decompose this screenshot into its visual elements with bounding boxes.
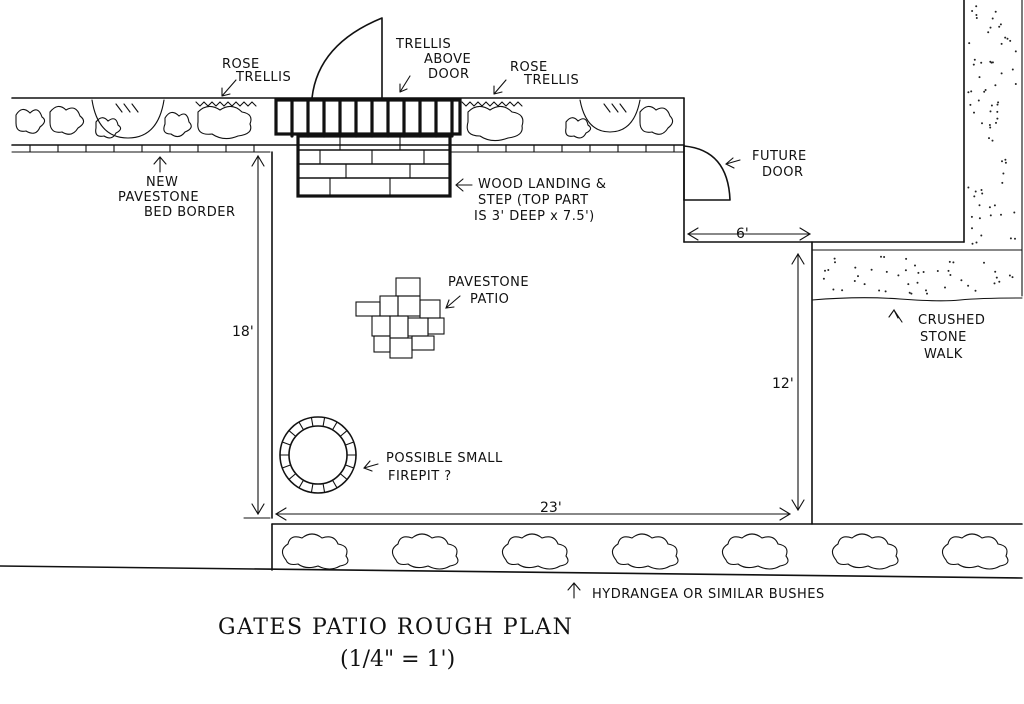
svg-text:FUTURE: FUTURE: [752, 149, 807, 164]
door-trellis: [274, 17, 462, 138]
svg-text:ROSE: ROSE: [222, 57, 260, 72]
svg-text:IS 3' DEEP x 7.5'): IS 3' DEEP x 7.5'): [474, 209, 595, 224]
svg-text:DOOR: DOOR: [428, 67, 470, 82]
svg-text:PATIO: PATIO: [470, 292, 509, 307]
svg-text:STONE: STONE: [920, 330, 967, 345]
future-door: [683, 145, 731, 201]
svg-text:PAVESTONE: PAVESTONE: [448, 275, 529, 290]
svg-text:TRELLIS: TRELLIS: [523, 73, 579, 88]
label-rose-trellis-left: ROSE TRELLIS: [222, 57, 291, 85]
dimension-12ft: 12': [772, 376, 794, 392]
plan-scale: (1/4" = 1'): [340, 647, 455, 672]
svg-text:WOOD LANDING &: WOOD LANDING &: [478, 177, 607, 192]
label-hydrangea-bushes: HYDRANGEA OR SIMILAR BUSHES: [592, 587, 825, 602]
svg-text:ROSE: ROSE: [510, 60, 548, 75]
label-crushed-stone-walk: CRUSHED STONE WALK: [918, 313, 985, 362]
label-wood-landing-step: WOOD LANDING & STEP (TOP PART IS 3' DEEP…: [474, 177, 607, 224]
house-wall: [11, 0, 965, 243]
svg-text:TRELLIS: TRELLIS: [235, 70, 291, 85]
svg-text:ABOVE: ABOVE: [424, 52, 471, 67]
svg-text:PAVESTONE: PAVESTONE: [118, 190, 199, 205]
pavestone-patio-pattern: [355, 277, 445, 359]
svg-text:TRELLIS: TRELLIS: [395, 37, 451, 52]
house-flower-bed: [11, 99, 685, 153]
label-future-door: FUTURE DOOR: [752, 149, 807, 180]
firepit: [279, 416, 357, 494]
svg-text:STEP (TOP PART: STEP (TOP PART: [478, 193, 589, 208]
dimension-23ft: 23': [540, 500, 562, 516]
crushed-stone-walk: [811, 0, 1023, 302]
label-trellis-above-door: TRELLIS ABOVE DOOR: [395, 37, 471, 82]
svg-text:WALK: WALK: [924, 347, 963, 362]
leader-arrows: [153, 75, 903, 599]
patio-boundary: [0, 151, 1023, 579]
label-rose-trellis-right: ROSE TRELLIS: [510, 60, 579, 88]
label-new-pavestone-bed-border: NEW PAVESTONE BED BORDER: [118, 175, 236, 220]
hydrangea-bed: [271, 523, 1009, 571]
svg-text:NEW: NEW: [146, 175, 178, 190]
svg-text:BED BORDER: BED BORDER: [144, 205, 236, 220]
svg-text:FIREPIT ?: FIREPIT ?: [388, 469, 452, 484]
svg-text:DOOR: DOOR: [762, 165, 804, 180]
dimension-18ft: 18': [232, 324, 254, 340]
dimension-lines: [243, 154, 812, 521]
svg-text:POSSIBLE SMALL: POSSIBLE SMALL: [386, 451, 503, 466]
label-pavestone-patio: PAVESTONE PATIO: [448, 275, 529, 307]
dimension-6ft: 6': [736, 226, 749, 242]
svg-text:CRUSHED: CRUSHED: [918, 313, 985, 328]
label-possible-firepit: POSSIBLE SMALL FIREPIT ?: [386, 451, 503, 484]
plan-title: GATES PATIO ROUGH PLAN: [218, 615, 573, 640]
wood-landing-step: [296, 134, 452, 198]
